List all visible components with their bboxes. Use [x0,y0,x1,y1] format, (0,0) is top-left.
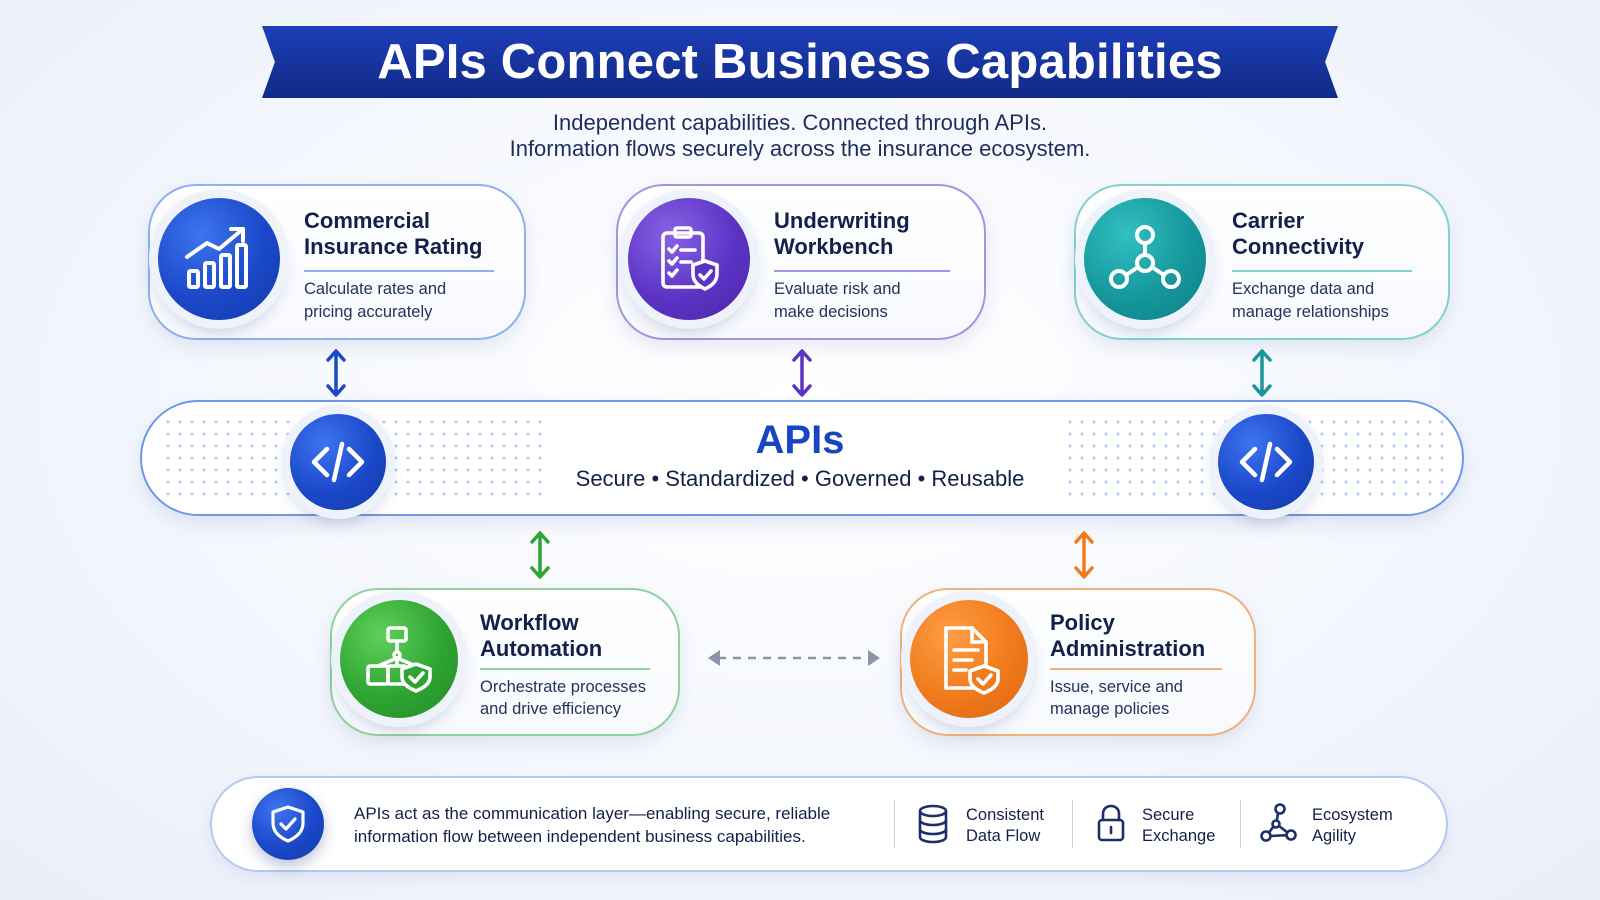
card-desc-carrier-1: Exchange data and [1232,280,1375,298]
card-title-rating-2: Insurance Rating [304,234,483,259]
dashed-exchange-arrow-icon [708,650,880,666]
card-desc-workflow-1: Orchestrate processes [480,678,646,696]
bidirectional-arrow-icon [792,349,812,397]
card-title-carrier-2: Connectivity [1232,234,1365,259]
card-title-rating-1: Commercial [304,208,430,233]
footer-statement-1: APIs act as the communication layer—enab… [354,804,831,823]
subtitle-line-2: Information flows securely across the in… [509,136,1091,161]
card-divider [304,270,494,272]
bidirectional-arrow-icon [530,531,550,579]
benefit-label-1a: Consistent [966,806,1044,824]
card-desc-policy-1: Issue, service and [1050,678,1183,696]
card-title-underwriting-2: Workbench [774,234,894,259]
bidirectional-arrow-icon [1074,531,1094,579]
card-title-policy-2: Administration [1050,636,1206,661]
api-layer-title: APIs [755,418,845,462]
page-title: APIs Connect Business Capabilities [377,35,1223,89]
footer-statement-2: information flow between independent bus… [354,827,806,846]
card-divider [480,668,650,670]
card-divider [774,270,950,272]
document-shield-icon [910,600,1028,718]
bidirectional-arrow-icon [326,349,346,397]
database-icon [918,804,948,844]
card-desc-policy-2: manage policies [1050,700,1170,718]
api-layer-attributes: Secure • Standardized • Governed • Reusa… [575,466,1025,491]
benefit-label-2b: Exchange [1142,827,1216,845]
card-divider [1232,270,1412,272]
benefit-label-3a: Ecosystem [1312,806,1393,824]
benefit-label-2a: Secure [1142,806,1195,824]
clipboard-shield-icon [628,198,750,320]
code-brackets-icon [1218,414,1314,510]
divider [1240,800,1241,848]
card-desc-carrier-2: manage relationships [1232,303,1389,321]
bar-chart-growth-icon [158,198,280,320]
card-desc-underwriting-1: Evaluate risk and [774,280,901,298]
card-desc-workflow-2: and drive efficiency [480,700,621,718]
flowchart-check-icon [340,600,458,718]
card-title-policy-1: Policy [1050,610,1115,635]
divider [1072,800,1073,848]
title-banner: APIs Connect Business Capabilities [262,26,1338,98]
bidirectional-arrow-icon [1252,349,1272,397]
card-title-workflow-2: Automation [480,636,603,661]
network-nodes-icon [1084,198,1206,320]
card-title-underwriting-1: Underwriting [774,208,910,233]
card-title-workflow-1: Workflow [480,610,579,635]
card-desc-rating-2: pricing accurately [304,303,433,321]
benefit-label-1b: Data Flow [966,827,1041,845]
code-brackets-icon [290,414,386,510]
card-divider [1050,668,1222,670]
footer-panel [210,776,1448,872]
card-desc-underwriting-2: make decisions [774,303,888,321]
subtitle-line-1: Independent capabilities. Connected thro… [552,110,1048,135]
shield-check-icon [252,788,324,860]
lock-icon [1097,804,1125,842]
divider [894,800,895,848]
benefit-label-3b: Agility [1312,827,1357,845]
card-desc-rating-1: Calculate rates and [304,280,447,298]
card-title-carrier-1: Carrier [1232,208,1305,233]
network-icon [1260,803,1297,842]
